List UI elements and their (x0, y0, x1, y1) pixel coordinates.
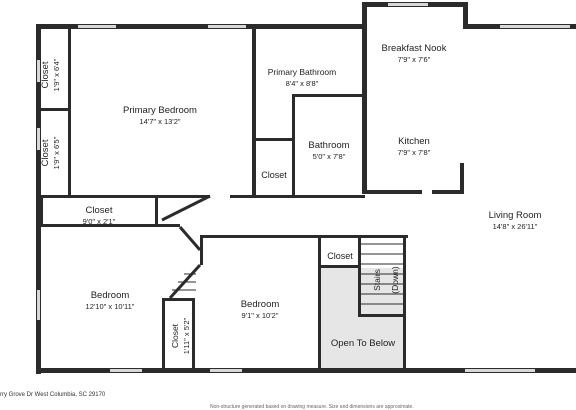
closet-hall-dims: 9'0" x 2'1" (82, 217, 116, 227)
disclaimer-text: Non-structure generated based on drawing… (210, 404, 414, 410)
primary-bedroom-label: Primary Bedroom 14'7" x 13'2" (100, 100, 220, 127)
closet-top-name: Closet (40, 61, 51, 89)
breakfast-nook-dims: 7'9" x 7'6" (397, 55, 431, 65)
closet-bottom-name: Closet (170, 323, 180, 349)
closet-hall-name: Closet (85, 205, 113, 216)
open-to-below-area (320, 268, 406, 370)
closet-mid-label: Closet 1'9" x 6'5" (35, 123, 65, 183)
living-room-name: Living Room (488, 210, 542, 221)
closet-small-name: Closet (261, 170, 287, 180)
closet-stairs-name: Closet (327, 251, 353, 261)
primary-bedroom-name: Primary Bedroom (123, 105, 197, 116)
breakfast-nook-name: Breakfast Nook (381, 43, 447, 54)
primary-bathroom-label: Primary Bathroom 8'4" x 8'8" (256, 62, 348, 89)
kitchen-name: Kitchen (398, 136, 430, 147)
closet-mid-name: Closet (40, 139, 51, 167)
kitchen-dims: 7'9" x 7'8" (397, 148, 431, 158)
kitchen-label: Kitchen 7'9" x 7'8" (362, 131, 466, 158)
stair-treads (361, 243, 403, 305)
closet-small-label: Closet (255, 165, 293, 183)
bathroom-name: Bathroom (308, 140, 350, 151)
open-to-below-label: Open To Below (320, 333, 406, 351)
bedroom-right-dims: 9'1" x 10'2" (241, 311, 279, 321)
bedroom-right-name: Bedroom (240, 299, 280, 310)
windows (37, 3, 570, 372)
bathroom-dims: 5'0" x 7'8" (312, 152, 346, 162)
closet-top-dims: 1'9" x 6'4" (51, 58, 61, 92)
stairs-sub: (Down) (389, 266, 400, 294)
closet-mid-dims: 1'9" x 6'5" (51, 136, 61, 170)
bedroom-left-dims: 12'10" x 10'11" (85, 302, 135, 312)
primary-bedroom-dims: 14'7" x 13'2" (139, 117, 181, 127)
bedroom-left-name: Bedroom (90, 290, 130, 301)
lower-stair-treads (172, 273, 196, 291)
interior-walls (40, 28, 464, 370)
primary-bathroom-dims: 8'4" x 8'8" (285, 79, 319, 89)
bathroom-label: Bathroom 5'0" x 7'8" (295, 135, 363, 162)
stairs-label: Stairs (Down) (367, 255, 400, 305)
living-room-dims: 14'8" x 26'11" (492, 222, 538, 232)
address-text: rry Grove Dr West Columbia, SC 29170 (0, 392, 106, 398)
living-room-label: Living Room 14'8" x 26'11" (460, 205, 570, 232)
stairs-name: Stairs (372, 269, 382, 291)
closet-hall-label: Closet 9'0" x 2'1" (44, 200, 154, 227)
closet-bottom-label: Closet 1'11" x 5'2" (165, 306, 193, 366)
primary-bathroom-name: Primary Bathroom (267, 67, 337, 77)
closet-stairs-label: Closet (321, 246, 359, 264)
breakfast-nook-label: Breakfast Nook 7'9" x 7'6" (362, 38, 466, 65)
bedroom-left-label: Bedroom 12'10" x 10'11" (60, 285, 160, 312)
bedroom-right-label: Bedroom 9'1" x 10'2" (210, 294, 310, 321)
closet-bottom-dims: 1'11" x 5'2" (181, 317, 191, 355)
closet-top-label: Closet 1'9" x 6'4" (35, 45, 65, 105)
open-to-below-name: Open To Below (330, 338, 396, 349)
